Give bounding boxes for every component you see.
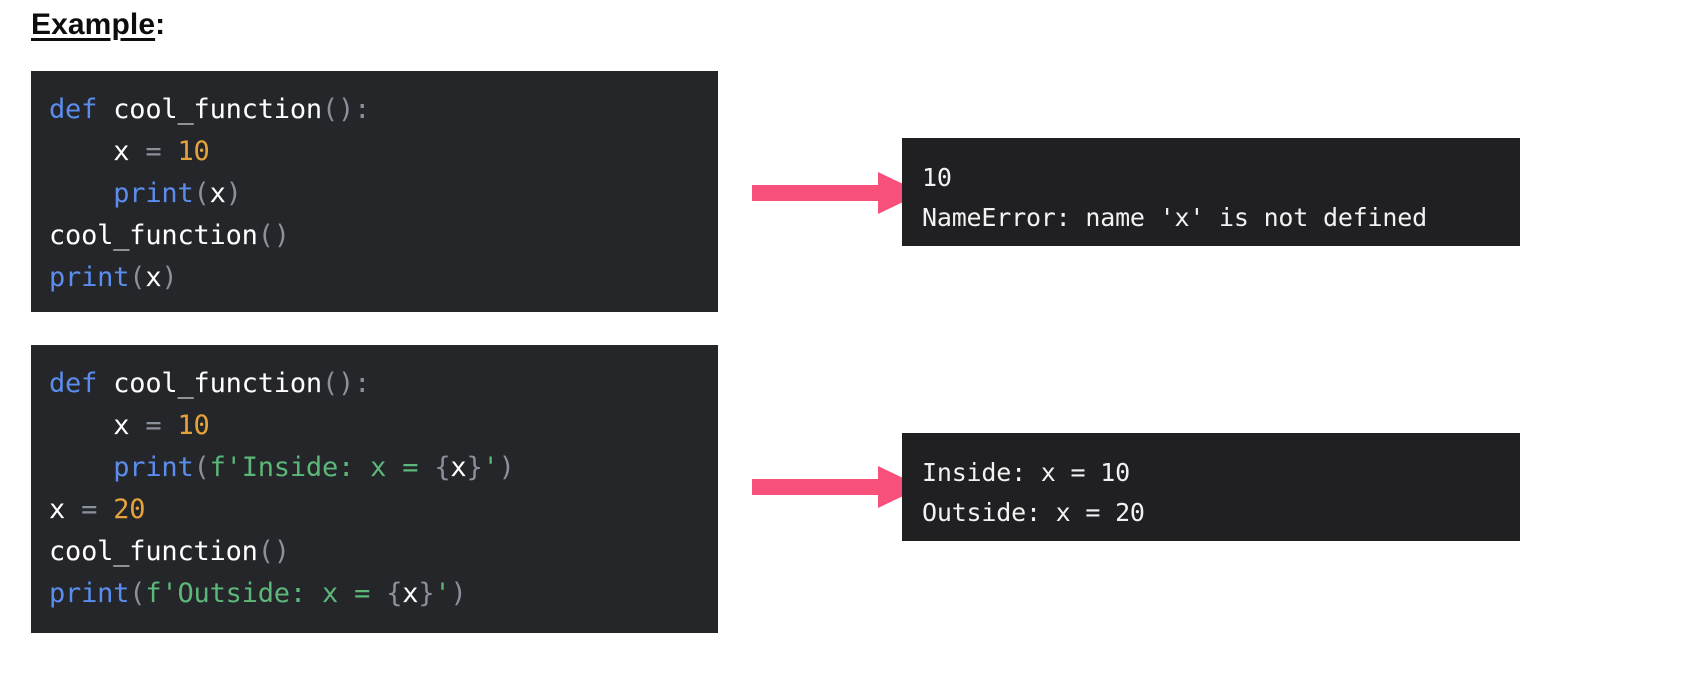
code-token-punc: () xyxy=(257,536,290,567)
code-token-plain xyxy=(97,94,113,125)
code-token-punc: (): xyxy=(321,368,371,399)
code-token-plain xyxy=(65,494,81,525)
code-line: print(x) xyxy=(49,257,696,299)
code-token-num: 10 xyxy=(177,410,210,441)
code-token-punc: } xyxy=(418,578,435,609)
code-token-name: x xyxy=(113,410,130,441)
code-token-plain xyxy=(129,410,145,441)
arrow-right-icon xyxy=(752,172,922,214)
code-line: cool_function() xyxy=(49,531,696,573)
output-line: 10 xyxy=(922,163,952,192)
page-title-colon: : xyxy=(155,8,166,41)
code-token-fn: cool_function xyxy=(113,368,322,399)
code-token-plain xyxy=(49,410,113,441)
code-token-plain xyxy=(161,136,177,167)
code-token-name: x xyxy=(49,494,66,525)
output-line: Inside: x = 10 xyxy=(922,458,1130,487)
output-line: Outside: x = 20 xyxy=(922,498,1145,527)
code-token-name: x xyxy=(113,136,130,167)
code-token-num: 10 xyxy=(177,136,210,167)
code-token-kw: def xyxy=(49,94,98,125)
code-token-fn: cool_function xyxy=(49,220,258,251)
code-token-fn: cool_function xyxy=(49,536,258,567)
code-token-str: f'Inside: x = xyxy=(209,452,435,483)
code-line: print(f'Inside: x = {x}') xyxy=(49,447,696,489)
output-box-example-2: Inside: x = 10 Outside: x = 20 xyxy=(902,433,1520,541)
code-token-plain xyxy=(49,136,113,167)
page-title-text: Example xyxy=(31,8,156,41)
code-token-plain xyxy=(49,178,113,209)
code-block-example-1: def cool_function(): x = 10 print(x)cool… xyxy=(31,71,718,312)
code-token-num: 20 xyxy=(113,494,146,525)
code-token-plain xyxy=(97,494,113,525)
code-line: x = 20 xyxy=(49,489,696,531)
code-token-str: ' xyxy=(482,452,499,483)
code-token-punc: ( xyxy=(129,578,146,609)
code-token-punc: ) xyxy=(498,452,515,483)
code-token-op: = xyxy=(145,136,162,167)
code-token-punc: { xyxy=(434,452,451,483)
code-token-kw: def xyxy=(49,368,98,399)
code-token-plain xyxy=(97,368,113,399)
code-token-plain xyxy=(129,136,145,167)
code-line: x = 10 xyxy=(49,405,696,447)
code-token-op: = xyxy=(145,410,162,441)
code-token-str: ' xyxy=(434,578,451,609)
code-token-builtin: print xyxy=(113,452,194,483)
code-block-example-2: def cool_function(): x = 10 print(f'Insi… xyxy=(31,345,718,633)
arrow-right-icon xyxy=(752,466,922,508)
code-token-punc: } xyxy=(466,452,483,483)
code-token-punc: ) xyxy=(161,262,178,293)
code-token-plain xyxy=(161,410,177,441)
page-title: Example: xyxy=(31,8,165,42)
code-token-name: x xyxy=(450,452,467,483)
code-line: print(f'Outside: x = {x}') xyxy=(49,573,696,615)
code-token-builtin: print xyxy=(113,178,194,209)
code-line: def cool_function(): xyxy=(49,363,696,405)
code-line: cool_function() xyxy=(49,215,696,257)
code-token-punc: ( xyxy=(193,452,210,483)
code-line: def cool_function(): xyxy=(49,89,696,131)
output-line: NameError: name 'x' is not defined xyxy=(922,203,1427,232)
code-token-builtin: print xyxy=(49,578,130,609)
code-token-punc: ( xyxy=(193,178,210,209)
code-token-builtin: print xyxy=(49,262,130,293)
code-token-punc: ( xyxy=(129,262,146,293)
code-token-name: x xyxy=(402,578,419,609)
code-token-punc: () xyxy=(257,220,290,251)
code-token-name: x xyxy=(209,178,226,209)
code-token-op: = xyxy=(81,494,98,525)
code-line: x = 10 xyxy=(49,131,696,173)
code-token-fn: cool_function xyxy=(113,94,322,125)
code-token-punc: ) xyxy=(225,178,242,209)
code-line: print(x) xyxy=(49,173,696,215)
code-token-punc: (): xyxy=(321,94,371,125)
code-token-punc: { xyxy=(386,578,403,609)
code-token-punc: ) xyxy=(450,578,467,609)
code-token-plain xyxy=(49,452,113,483)
code-token-name: x xyxy=(145,262,162,293)
code-token-str: f'Outside: x = xyxy=(145,578,387,609)
